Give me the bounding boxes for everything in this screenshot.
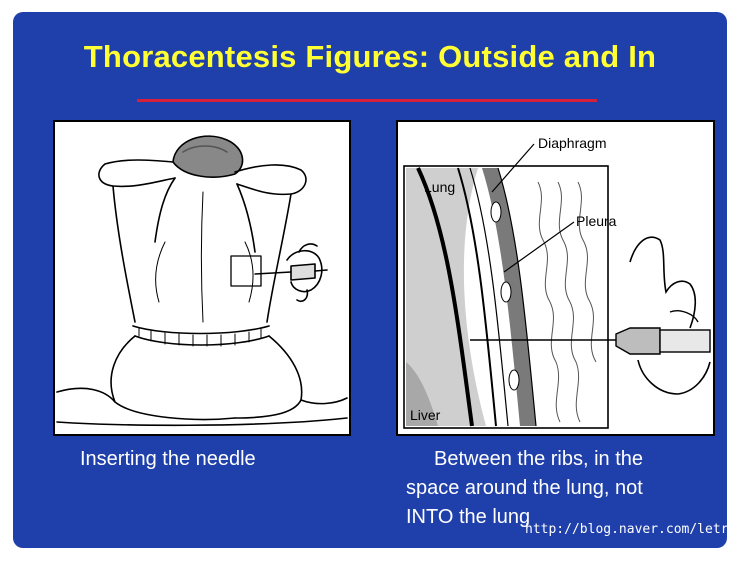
caption-left: Inserting the needle <box>80 448 256 470</box>
label-lung: Lung <box>424 179 455 195</box>
figure-outside-panel <box>53 120 351 436</box>
caption-right-line-3: INTO the lung <box>406 506 531 528</box>
label-pleura: Pleura <box>576 213 617 229</box>
caption-right-line-2: space around the lung, not <box>406 477 643 499</box>
slide-title: Thoracentesis Figures: Outside and In <box>83 39 657 74</box>
slide: Thoracentesis Figures: Outside and In <box>13 12 727 548</box>
cross-section-illustration: Diaphragm Pleura Lung Liver <box>403 135 711 429</box>
title-underline <box>137 99 597 102</box>
patient-back-illustration <box>56 135 348 427</box>
figure-inside-panel: Diaphragm Pleura Lung Liver <box>396 120 715 436</box>
label-diaphragm: Diaphragm <box>538 135 606 151</box>
caption-right-line-1: Between the ribs, in the <box>434 448 644 470</box>
watermark-url: http://blog.naver.com/letron <box>525 522 727 537</box>
label-liver: Liver <box>410 407 441 423</box>
caption-right: Between the ribs, in the space around th… <box>406 445 706 532</box>
